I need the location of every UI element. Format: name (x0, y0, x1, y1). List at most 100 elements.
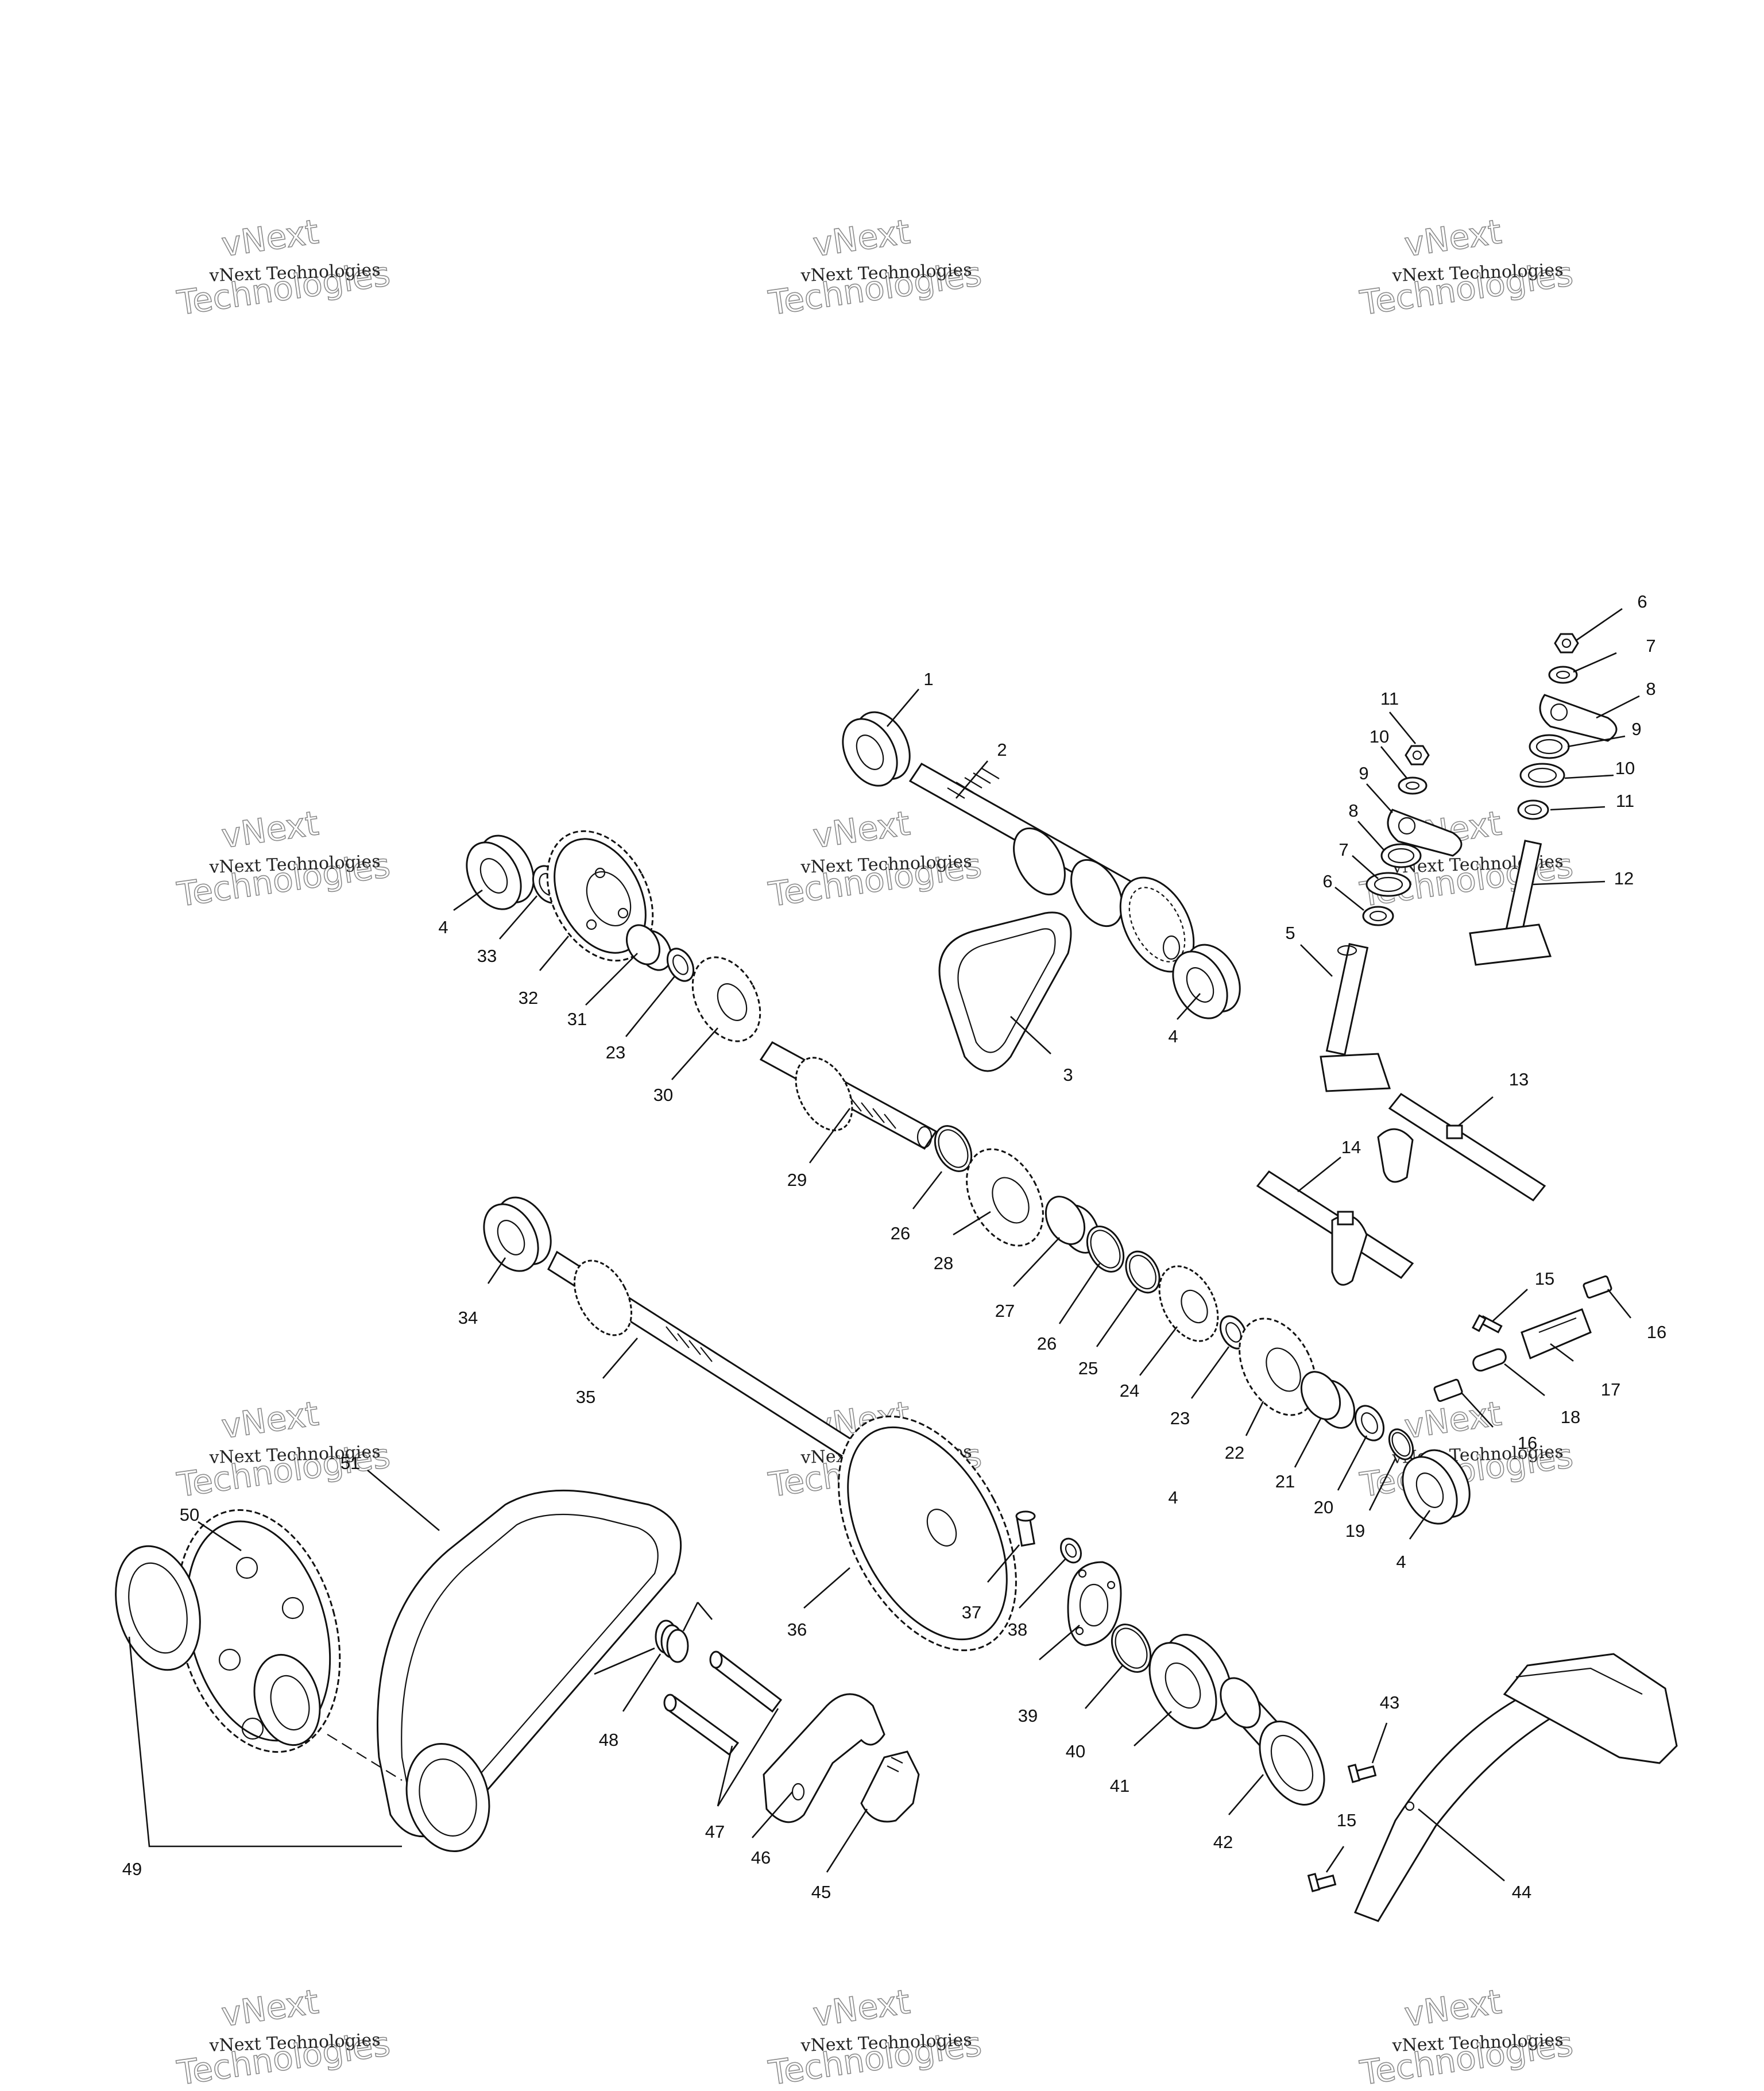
callout-15: 15 (1337, 1810, 1356, 1830)
callout-6: 6 (1322, 871, 1332, 891)
callout-8: 8 (1348, 801, 1358, 821)
spring-48 (594, 1602, 713, 1675)
arm-9-a (1539, 694, 1618, 742)
callout-5: 5 (1285, 923, 1295, 943)
callout-44: 44 (1512, 1882, 1531, 1902)
gear-30 (691, 956, 761, 1042)
washer-10-a (1548, 666, 1578, 684)
plate-39 (1067, 1561, 1122, 1646)
washer-6-b (1362, 906, 1394, 926)
gear-36 (838, 1415, 1017, 1652)
gear-28 (966, 1148, 1044, 1247)
plunger-16-a (1583, 1275, 1612, 1299)
callout-33: 33 (477, 946, 497, 966)
callout-29: 29 (787, 1170, 807, 1190)
shaft-29 (759, 1041, 938, 1150)
gear-22 (1239, 1317, 1317, 1416)
nut-11-a (1554, 633, 1579, 654)
callout-39: 39 (1018, 1706, 1038, 1726)
washer-7-a (1519, 763, 1565, 788)
pin-47-b (663, 1694, 740, 1756)
sprocket-hub-42 (1220, 1677, 1325, 1806)
washer-6-a (1517, 799, 1549, 820)
svg-text:vNext: vNext (219, 212, 321, 264)
circlip-40 (1111, 1624, 1152, 1673)
callout-4: 4 (1396, 1552, 1406, 1572)
shaft-2 (908, 763, 1195, 973)
bracket-44 (1353, 1653, 1678, 1922)
bolt-15-b (1307, 1873, 1337, 1892)
callout-30: 30 (653, 1085, 673, 1105)
svg-text:vNext: vNext (219, 1394, 321, 1446)
callout-3: 3 (1063, 1065, 1073, 1085)
callout-23: 23 (1170, 1408, 1190, 1428)
shaft-35 (547, 1250, 874, 1472)
pawl-45 (860, 1750, 920, 1823)
callout-2: 2 (997, 740, 1007, 760)
watermark: vNext Technologies vNext Technologies (174, 1393, 393, 1505)
callout-10: 10 (1370, 726, 1389, 747)
bushing-27 (1045, 1196, 1100, 1254)
watermark: vNext Technologies vNext Technologies (174, 211, 393, 323)
callout-11: 11 (1380, 689, 1399, 709)
circlip-19 (1388, 1428, 1414, 1460)
svg-text:vNext: vNext (219, 803, 321, 856)
washer-8-b (1380, 843, 1422, 868)
svg-text:vNext: vNext (811, 212, 912, 264)
svg-text:vNext: vNext (1402, 212, 1504, 264)
callout-4: 4 (1168, 1026, 1178, 1046)
svg-text:vNext: vNext (219, 1982, 321, 2034)
callout-16: 16 (1647, 1322, 1666, 1342)
callout-24: 24 (1120, 1381, 1139, 1401)
callout-12: 12 (1614, 868, 1634, 888)
bearing-41 (1148, 1633, 1232, 1729)
callout-46: 46 (751, 1847, 771, 1868)
callout-27: 27 (995, 1301, 1015, 1321)
bearing-34 (483, 1196, 552, 1272)
callout-26: 26 (891, 1223, 910, 1243)
bushing-31 (625, 924, 672, 971)
callout-16: 16 (1518, 1433, 1537, 1453)
svg-text:vNext: vNext (811, 803, 912, 856)
callout-7: 7 (1339, 840, 1348, 860)
callout-36: 36 (787, 1620, 807, 1640)
callout-34: 34 (458, 1308, 478, 1328)
washer-38 (1059, 1537, 1082, 1564)
callout-41: 41 (1110, 1776, 1129, 1796)
callout-4: 4 (438, 917, 448, 937)
watermark: vNext Technologies vNext Technologies (174, 803, 393, 914)
callout-42: 42 (1213, 1832, 1233, 1852)
shift-fork-14 (1256, 1170, 1414, 1286)
holder-17 (1521, 1308, 1592, 1360)
callout-9: 9 (1631, 719, 1641, 739)
watermark: vNext Technologies vNext Technologies (765, 211, 984, 323)
callout-51: 51 (341, 1453, 360, 1473)
callout-32: 32 (519, 988, 538, 1008)
callout-7: 7 (1646, 636, 1655, 656)
leader-lines (128, 608, 1640, 1881)
washer-20 (1354, 1405, 1385, 1441)
pin-47-a (709, 1651, 783, 1713)
watermark: vNext Technologies vNext Technologies (765, 803, 984, 914)
arm-9-b (1387, 809, 1463, 857)
callout-26: 26 (1037, 1334, 1057, 1354)
callout-37: 37 (962, 1602, 981, 1622)
callout-18: 18 (1561, 1407, 1580, 1427)
callout-28: 28 (934, 1253, 953, 1273)
washer-10-b (1398, 776, 1428, 795)
washer-7-b (1365, 872, 1411, 897)
bearing-4-c (1402, 1449, 1471, 1525)
nut-11-b (1405, 745, 1430, 766)
seal-49-b (405, 1742, 490, 1853)
callout-8: 8 (1646, 679, 1655, 699)
svg-text:vNext: vNext (1402, 1394, 1504, 1446)
screw-15-a (1472, 1314, 1503, 1334)
washer-8-a (1529, 734, 1570, 759)
callout-25: 25 (1078, 1358, 1098, 1378)
shift-shaft-5 (1320, 942, 1391, 1092)
circlip-26-b (1086, 1226, 1125, 1273)
callout-20: 20 (1314, 1497, 1333, 1517)
callout-31: 31 (567, 1009, 587, 1029)
callout-1: 1 (923, 669, 933, 689)
shift-shaft-12 (1469, 840, 1552, 966)
